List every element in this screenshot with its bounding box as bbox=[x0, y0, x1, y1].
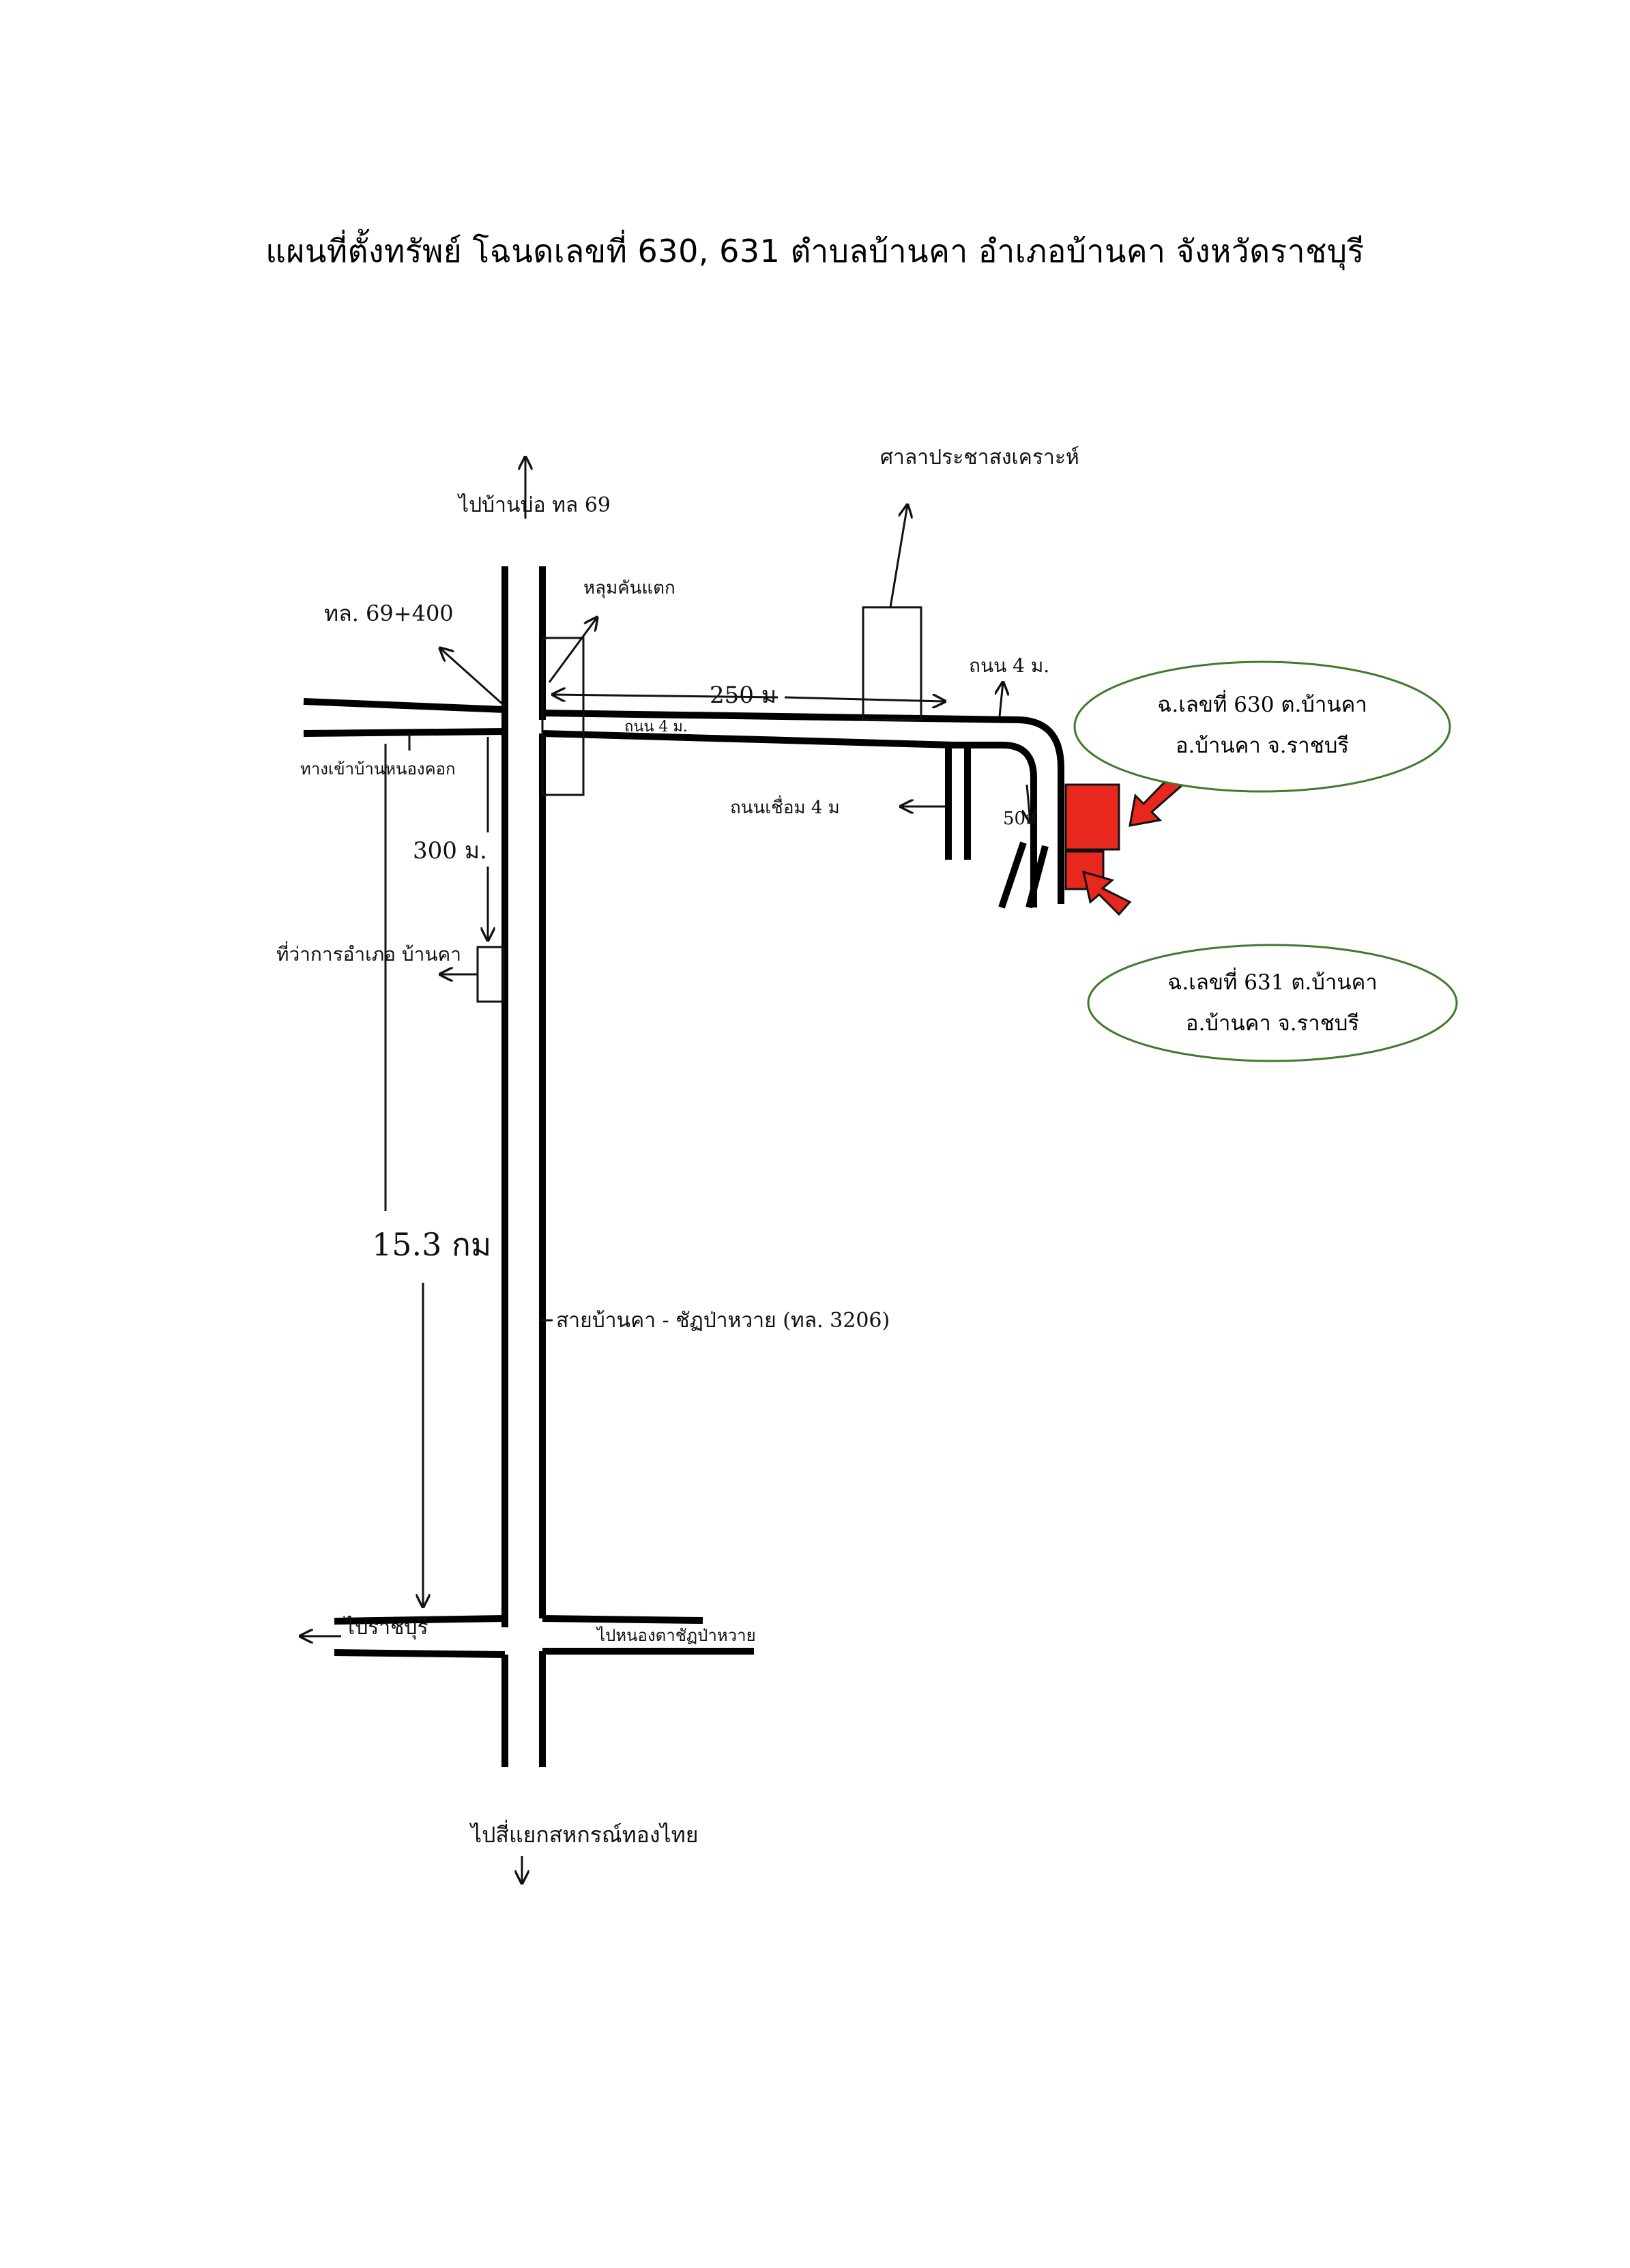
lane-4m-side-label: ถนนเชื่อม 4 ม bbox=[730, 795, 840, 818]
callout-630 bbox=[1073, 660, 1451, 793]
left-side-top-label: ทางเข้าบ้านหนองคอก bbox=[300, 759, 456, 779]
top-road-upper-left bbox=[303, 698, 506, 713]
top-road-curve-inner bbox=[955, 742, 1037, 907]
branch-lane-a bbox=[998, 841, 1027, 909]
dist-300-label: 300 ม. bbox=[413, 837, 487, 864]
top-road-upper-right bbox=[542, 710, 1017, 723]
landmark-building bbox=[862, 606, 922, 721]
bottom-road-right-upper bbox=[542, 1615, 703, 1624]
parcel-630 bbox=[1064, 783, 1120, 851]
km-marker-leader bbox=[440, 648, 506, 708]
callout-631-line2: อ.บ้านคา จ.ราชบรี bbox=[1186, 1011, 1359, 1036]
district-office-box bbox=[476, 946, 505, 1003]
page-title: แผนที่ตั้งทรัพย์ โฉนดเลขที่ 630, 631 ตำบ… bbox=[265, 233, 1365, 270]
pointer-arrow-631 bbox=[1081, 870, 1132, 916]
main-road-name-label: สายบ้านคา - ชัฏป่าหวาย (ทล. 3206) bbox=[556, 1309, 890, 1333]
km-marker-label: ทล. 69+400 bbox=[324, 600, 454, 626]
dim-50-leader bbox=[1027, 784, 1030, 822]
callout-631 bbox=[1087, 944, 1458, 1062]
bottom-road-left-lower bbox=[334, 1649, 506, 1658]
bottom-road-left-upper bbox=[334, 1615, 506, 1625]
lane-4m-left-label: ถนน 4 ม. bbox=[624, 718, 688, 736]
khlong-leader bbox=[548, 617, 597, 683]
top-road-lower-left bbox=[303, 728, 506, 737]
lane-4m-right-label: ถนน 4 ม. bbox=[969, 654, 1049, 677]
dist-15km-label: 15.3 กม bbox=[372, 1226, 491, 1263]
to-north-label: ไปบ้านบ่อ ทล 69 bbox=[457, 493, 611, 517]
callout-630-line2: อ.บ้านคา จ.ราชบรี bbox=[1176, 733, 1349, 758]
branch-lane-b bbox=[1025, 845, 1049, 909]
dist-250-label: 250 ม bbox=[710, 682, 776, 709]
bridge-box bbox=[541, 637, 585, 796]
dist-50-label: 50ม bbox=[1003, 809, 1037, 829]
top-road bbox=[303, 698, 1064, 909]
callout-631-line1: ฉ.เลขที่ 631 ต.บ้านคา bbox=[1167, 968, 1377, 995]
top-road-lower-right bbox=[542, 730, 956, 748]
to-chatpawai-label: ไปหนองตาชัฏป่าหวาย bbox=[596, 1626, 756, 1645]
landmark-label: ศาลาประชาสงเคราะห์ bbox=[880, 446, 1079, 469]
dim-250-right bbox=[784, 697, 945, 701]
top-road-curve-outer bbox=[1016, 716, 1064, 904]
bottom-road bbox=[334, 1615, 754, 1658]
to-south-label: ไปสี่แยกสหกรณ์ทองไทย bbox=[469, 1820, 698, 1848]
callout-630-line1: ฉ.เลขที่ 630 ต.บ้านคา bbox=[1157, 690, 1367, 717]
district-office-label: ที่ว่าการอำเภอ บ้านคา bbox=[276, 941, 461, 965]
main-road bbox=[501, 566, 546, 1767]
dim-250-left bbox=[553, 695, 778, 697]
landmark-leader bbox=[889, 505, 907, 608]
to-ratchaburi-label: ไปราชบุรี bbox=[343, 1615, 428, 1640]
khlong-label: หลุมคันแตก bbox=[583, 578, 675, 598]
lane-4m-leader bbox=[1000, 682, 1003, 717]
